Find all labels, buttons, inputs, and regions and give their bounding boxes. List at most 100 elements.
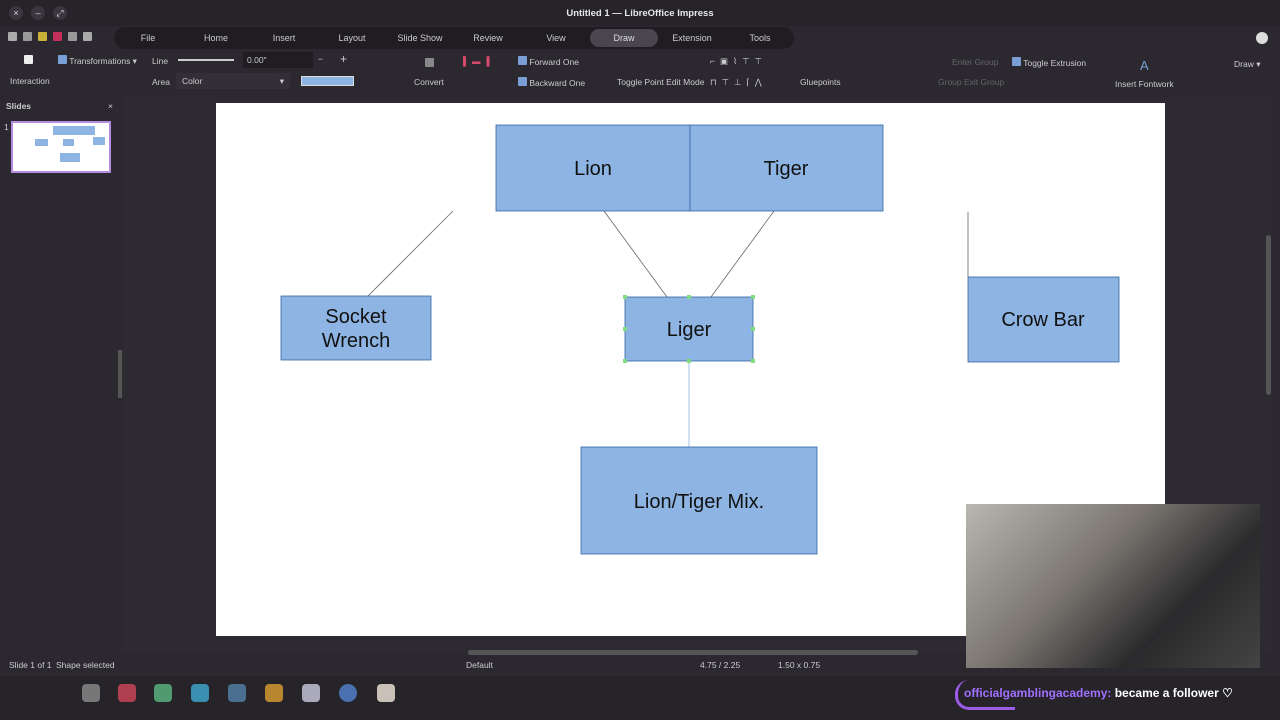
slide-number: 1: [4, 122, 9, 132]
insert-fontwork-button[interactable]: Insert Fontwork: [1115, 79, 1174, 89]
backward-one-button[interactable]: Backward One: [518, 77, 585, 88]
area-label: Area: [152, 77, 170, 87]
decrease-button[interactable]: −: [318, 54, 323, 64]
files-icon[interactable]: [154, 684, 172, 702]
store-icon[interactable]: [191, 684, 209, 702]
app-icon[interactable]: [265, 684, 283, 702]
panel-splitter[interactable]: [118, 350, 122, 398]
slides-panel: Slides × 1: [0, 97, 118, 653]
liger-label: Liger: [667, 319, 712, 341]
selection-handles[interactable]: [623, 295, 755, 363]
zorin-icon[interactable]: [82, 684, 100, 702]
menu-layout[interactable]: Layout: [338, 33, 366, 43]
layout-name: Default: [466, 660, 493, 670]
crow-bar-shape[interactable]: [967, 276, 1120, 363]
liger-shape[interactable]: [624, 296, 754, 362]
slide-drawing: Lion Tiger Socket Wrench Liger Crow Bar …: [280, 124, 1120, 555]
cursor-position: 4.75 / 2.25: [700, 660, 741, 670]
transformations-button[interactable]: Transformations ▾: [58, 55, 137, 67]
interaction-icon[interactable]: [24, 55, 33, 66]
backward-icon: [518, 77, 527, 86]
convert-icon[interactable]: [425, 58, 434, 69]
options-button[interactable]: [1256, 32, 1268, 44]
menu-file[interactable]: File: [140, 33, 156, 43]
slide-thumbnail-1[interactable]: 1: [4, 121, 111, 173]
new-icon[interactable]: [23, 32, 32, 41]
minimize-button[interactable]: –: [31, 6, 45, 20]
connector-line[interactable]: [603, 210, 668, 298]
lion-shape[interactable]: [495, 124, 691, 212]
enter-group-button[interactable]: Enter Group: [952, 57, 999, 67]
follower-alert: officialgamblingacademy: became a follow…: [964, 686, 1233, 700]
group-button[interactable]: Group Exit Group: [938, 77, 1005, 87]
increase-button[interactable]: +: [340, 52, 348, 66]
menu-view[interactable]: View: [546, 33, 566, 43]
alert-message: became a follower ♡: [1114, 686, 1233, 700]
menu-extension[interactable]: Extension: [672, 33, 712, 43]
undo-icon[interactable]: [53, 32, 62, 41]
brave-icon[interactable]: [118, 684, 136, 702]
menu-draw[interactable]: Draw: [590, 29, 658, 47]
transformations-icon: [58, 55, 67, 64]
menu-icon[interactable]: [8, 32, 17, 41]
shape-size: 1.50 x 0.75: [778, 660, 821, 670]
tiger-label: Tiger: [764, 158, 809, 180]
quick-access-toolbar: [8, 32, 92, 41]
fontwork-icon: A: [1140, 58, 1149, 73]
fill-color-button[interactable]: [301, 76, 354, 86]
convert-button[interactable]: Convert: [414, 77, 444, 87]
webcam-overlay: [966, 504, 1260, 668]
lion-tiger-mix-shape[interactable]: [580, 446, 818, 555]
menu-tools[interactable]: Tools: [749, 33, 771, 43]
lion-tiger-mix-label: Lion/Tiger Mix.: [634, 491, 764, 513]
steam-icon[interactable]: [228, 684, 246, 702]
align-buttons[interactable]: ▐▬▌: [460, 56, 499, 66]
impress-icon[interactable]: [377, 684, 395, 702]
menu-slide-show[interactable]: Slide Show: [397, 33, 443, 43]
crow-bar-label: Crow Bar: [1001, 309, 1085, 331]
close-button[interactable]: ×: [9, 6, 23, 20]
maximize-button[interactable]: ⤢: [53, 6, 67, 20]
connector-line[interactable]: [710, 210, 775, 298]
vpn-icon[interactable]: [302, 684, 320, 702]
toggle-extrusion-button[interactable]: Toggle Extrusion: [1012, 57, 1086, 68]
socket-wrench-label-1: Socket: [325, 306, 387, 328]
horizontal-scrollbar[interactable]: [468, 650, 918, 655]
sidebar-toggle-icon[interactable]: [83, 32, 92, 41]
interaction-label[interactable]: Interaction: [10, 76, 50, 86]
status-bar: Slide 1 of 1 Shape selected Default 4.75…: [0, 656, 1280, 674]
gluepoints-button[interactable]: Gluepoints: [800, 77, 841, 87]
vertical-scrollbar[interactable]: [1266, 235, 1271, 395]
line-style-select[interactable]: [178, 59, 234, 61]
menu-insert[interactable]: Insert: [272, 33, 296, 43]
qbittorrent-icon[interactable]: [339, 684, 357, 702]
lion-label: Lion: [574, 158, 612, 180]
window-title: Untitled 1 — LibreOffice Impress: [566, 8, 714, 19]
slide-count: Slide 1 of 1: [9, 660, 52, 670]
forward-one-button[interactable]: Forward One: [518, 56, 579, 67]
socket-wrench-shape[interactable]: [280, 295, 432, 361]
point-edit-tools-2[interactable]: ⊓⊤⊥⌈⋀: [710, 77, 767, 87]
forward-icon: [518, 56, 527, 65]
alert-username: officialgamblingacademy:: [964, 686, 1112, 700]
title-bar: × – ⤢ Untitled 1 — LibreOffice Impress: [0, 0, 1280, 26]
alert-accent: [955, 680, 1015, 710]
connector-line[interactable]: [367, 210, 454, 297]
menu-home[interactable]: Home: [203, 33, 228, 43]
line-width-input[interactable]: 0.00": [243, 52, 313, 68]
line-label: Line: [152, 56, 169, 66]
socket-wrench-label-2: Wrench: [322, 330, 391, 352]
close-panel-icon[interactable]: ×: [108, 101, 113, 111]
extrusion-icon: [1012, 57, 1021, 66]
draw-dropdown[interactable]: Draw ▾: [1234, 59, 1261, 69]
slides-panel-title: Slides: [6, 101, 32, 111]
menu-review[interactable]: Review: [473, 33, 503, 43]
save-icon[interactable]: [38, 32, 47, 41]
selection-status: Shape selected: [56, 660, 115, 670]
area-select[interactable]: Color▾: [176, 73, 290, 89]
point-edit-tools[interactable]: ⌐▣⌇⊤⊤: [710, 56, 767, 66]
toggle-point-edit-button[interactable]: Toggle Point Edit Mode: [617, 77, 705, 87]
redo-icon[interactable]: [68, 32, 77, 41]
menu-bar: File Home Insert Layout Slide Show Revie…: [114, 27, 794, 49]
tiger-shape[interactable]: [689, 124, 884, 212]
